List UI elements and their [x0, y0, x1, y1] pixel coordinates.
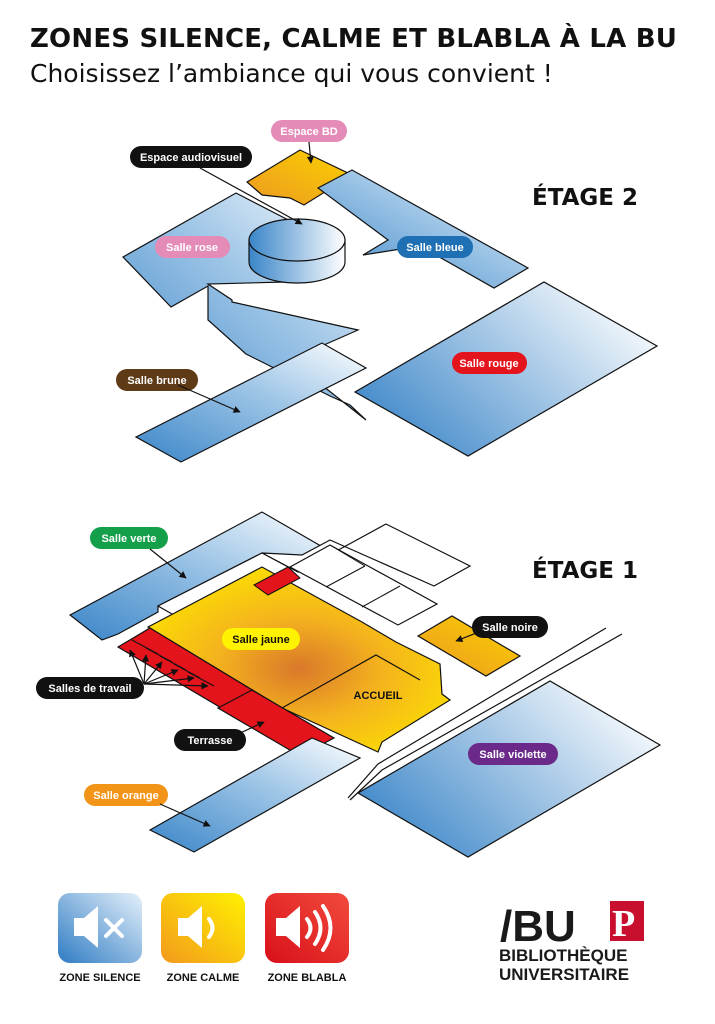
- label-terrasse: Terrasse: [174, 721, 265, 751]
- logo-mark: /BU: [500, 902, 576, 951]
- zone-white-rooms-2: [288, 544, 439, 626]
- speaker-loud-icon: [276, 904, 333, 952]
- svg-text:Espace BD: Espace BD: [280, 126, 338, 138]
- floor-2-title: ÉTAGE 2: [532, 183, 638, 211]
- logo-badge-icon: P: [610, 901, 644, 945]
- speaker-low-icon: [178, 906, 215, 948]
- label-espace-bd: Espace BD: [271, 120, 347, 164]
- svg-text:Salle bleue: Salle bleue: [406, 242, 463, 254]
- svg-text:Salles de travail: Salles de travail: [48, 683, 131, 695]
- road-line-1: [347, 627, 607, 799]
- label-salles-de-travail: Salles de travail: [36, 649, 209, 699]
- label-salle-rose: Salle rose: [155, 236, 230, 258]
- svg-text:ZONE BLABLA: ZONE BLABLA: [268, 972, 347, 984]
- zone-red-box: [253, 566, 301, 596]
- zone-terrasse: [216, 689, 336, 757]
- legend-zone-silence: ZONE SILENCE: [58, 893, 142, 984]
- page-title: ZONES SILENCE, CALME ET BLABLA À LA BU: [30, 24, 678, 54]
- zone-salle-violette: [356, 680, 662, 858]
- svg-text:ZONE SILENCE: ZONE SILENCE: [59, 972, 140, 984]
- label-salle-bleue: Salle bleue: [397, 236, 473, 258]
- svg-text:Salle verte: Salle verte: [101, 533, 156, 545]
- label-salle-brune: Salle brune: [116, 369, 241, 413]
- label-espace-audiovisuel: Espace audiovisuel: [130, 146, 303, 225]
- bu-logo: /BU P BIBLIOTHÈQUE UNIVERSITAIRE: [499, 901, 644, 984]
- label-salle-noire: Salle noire: [455, 616, 548, 642]
- legend-zone-blabla: ZONE BLABLA: [265, 893, 349, 984]
- label-salle-orange: Salle orange: [84, 784, 211, 827]
- legend: ZONE SILENCE ZONE CALME ZONE BLABLA: [58, 893, 349, 984]
- label-salle-jaune: Salle jaune: [222, 628, 300, 650]
- zone-salle-brune: [134, 342, 368, 463]
- logo-line2: UNIVERSITAIRE: [499, 965, 629, 984]
- svg-text:Terrasse: Terrasse: [187, 735, 232, 747]
- header: ZONES SILENCE, CALME ET BLABLA À LA BU C…: [30, 24, 677, 88]
- zone-salle-noire: [416, 615, 522, 677]
- speaker-muted-icon: [74, 906, 124, 948]
- label-salle-verte: Salle verte: [90, 527, 187, 579]
- svg-text:Salle rouge: Salle rouge: [459, 358, 518, 370]
- svg-text:Salle brune: Salle brune: [127, 375, 186, 387]
- svg-text:Espace audiovisuel: Espace audiovisuel: [140, 152, 242, 164]
- zone-espace-audiovisuel: [248, 218, 346, 284]
- zone-salle-orange: [148, 737, 362, 853]
- road-line-2: [349, 633, 623, 801]
- floor-2: ÉTAGE 2 Espace BD Espace audiovisuel: [116, 120, 659, 463]
- floor-1-title: ÉTAGE 1: [532, 556, 638, 584]
- page-subtitle: Choisissez l’ambiance qui vous convient …: [30, 59, 553, 88]
- svg-text:Salle violette: Salle violette: [479, 749, 546, 761]
- svg-text:ZONE CALME: ZONE CALME: [167, 972, 240, 984]
- svg-text:Salle orange: Salle orange: [93, 790, 158, 802]
- svg-text:Salle jaune: Salle jaune: [232, 634, 289, 646]
- floor-1: ÉTAGE 1: [36, 511, 662, 858]
- label-salle-violette: Salle violette: [468, 743, 558, 765]
- svg-text:Salle noire: Salle noire: [482, 622, 538, 634]
- label-accueil: ACCUEIL: [354, 690, 403, 702]
- svg-text:P: P: [612, 903, 635, 945]
- label-salle-rouge: Salle rouge: [452, 352, 527, 374]
- zone-salle-bleue: [316, 169, 530, 289]
- svg-text:Salle rose: Salle rose: [166, 242, 218, 254]
- legend-zone-calme: ZONE CALME: [161, 893, 245, 984]
- zone-salle-jaune: [146, 566, 452, 753]
- logo-line1: BIBLIOTHÈQUE: [499, 946, 627, 965]
